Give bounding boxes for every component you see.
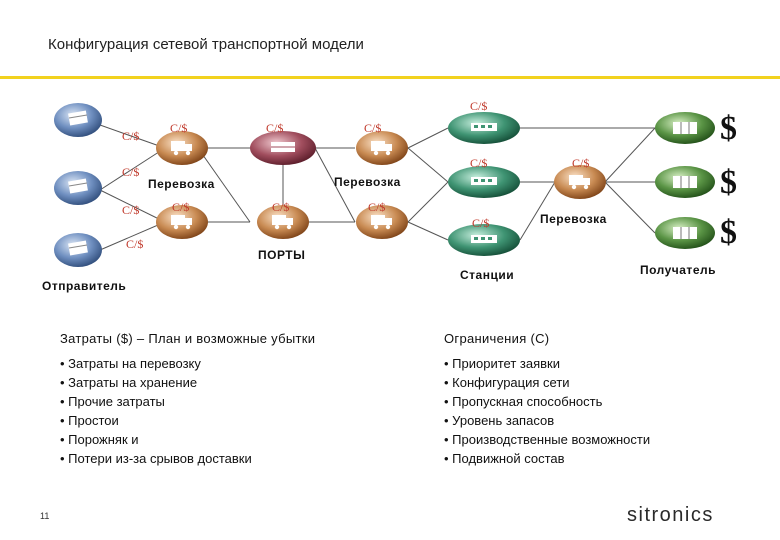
truck-node-6 [554,165,606,199]
port-node [250,131,316,165]
list-item: Потери из-за срывов доставки [60,449,420,468]
list-item: Прочие затраты [60,392,420,411]
truck-node-5 [356,205,408,239]
transport-label: Перевозка [148,177,215,191]
station-node-2 [448,166,520,198]
constraints-heading: Ограничения (С) [444,331,550,346]
cost-label: С/$ [172,200,189,214]
cost-label: С/$ [572,156,589,170]
receiver-node-2 [655,166,715,198]
cost-label: С/$ [122,165,139,179]
list-item: Затраты на хранение [60,373,420,392]
cost-label: С/$ [470,156,487,170]
receiver-node-3 [655,217,715,249]
truck-node-4 [356,131,408,165]
list-item: Пропускная способность [444,392,764,411]
receiver-cost-symbol: $ [720,214,737,251]
costs-list: Затраты на перевозку Затраты на хранение… [60,354,420,468]
truck-node-1 [156,131,208,165]
cost-label: С/$ [126,237,143,251]
list-item: Подвижной состав [444,449,764,468]
sender-label: Отправитель [42,279,126,293]
stations-label: Станции [460,268,514,282]
cost-label: С/$ [272,200,289,214]
cost-label: С/$ [364,121,381,135]
page-number: 11 [40,511,50,521]
cost-label: С/$ [122,203,139,217]
list-item: Производственные возможности [444,430,764,449]
cost-label: С/$ [472,216,489,230]
station-node-3 [448,224,520,256]
list-item: Конфигурация сети [444,373,764,392]
truck-node-3 [257,205,309,239]
slide-title: Конфигурация сетевой транспортной модели [48,36,364,53]
list-item: Приоритет заявки [444,354,764,373]
ports-label: ПОРТЫ [258,248,305,262]
list-item: Порожняк и [60,430,420,449]
transport-label: Перевозка [334,175,401,189]
list-item: Простои [60,411,420,430]
cost-label: С/$ [266,121,283,135]
constraints-list: Приоритет заявки Конфигурация сети Пропу… [444,354,764,468]
cost-label: С/$ [122,129,139,143]
receiver-node-1 [655,112,715,144]
transport-label: Перевозка [540,212,607,226]
cost-label: С/$ [170,121,187,135]
receiver-label: Получатель [640,263,716,277]
constraints-panel: Ограничения (С) Приоритет заявки Конфигу… [444,331,764,468]
company-logo: sitronics [627,504,777,526]
costs-heading: Затраты ($) – План и возможные убытки [60,331,316,346]
cost-label: С/$ [368,200,385,214]
receiver-cost-symbol: $ [720,110,737,147]
station-node-1 [448,112,520,144]
truck-node-2 [156,205,208,239]
title-divider [0,76,780,79]
cost-label: С/$ [470,99,487,113]
logo-wordmark: sitronics [627,504,714,526]
sender-node-3 [54,233,102,267]
list-item: Уровень запасов [444,411,764,430]
receiver-cost-symbol: $ [720,164,737,201]
sender-node-2 [54,171,102,205]
sender-node-1 [54,103,102,137]
costs-panel: Затраты ($) – План и возможные убытки За… [60,331,420,468]
list-item: Затраты на перевозку [60,354,420,373]
